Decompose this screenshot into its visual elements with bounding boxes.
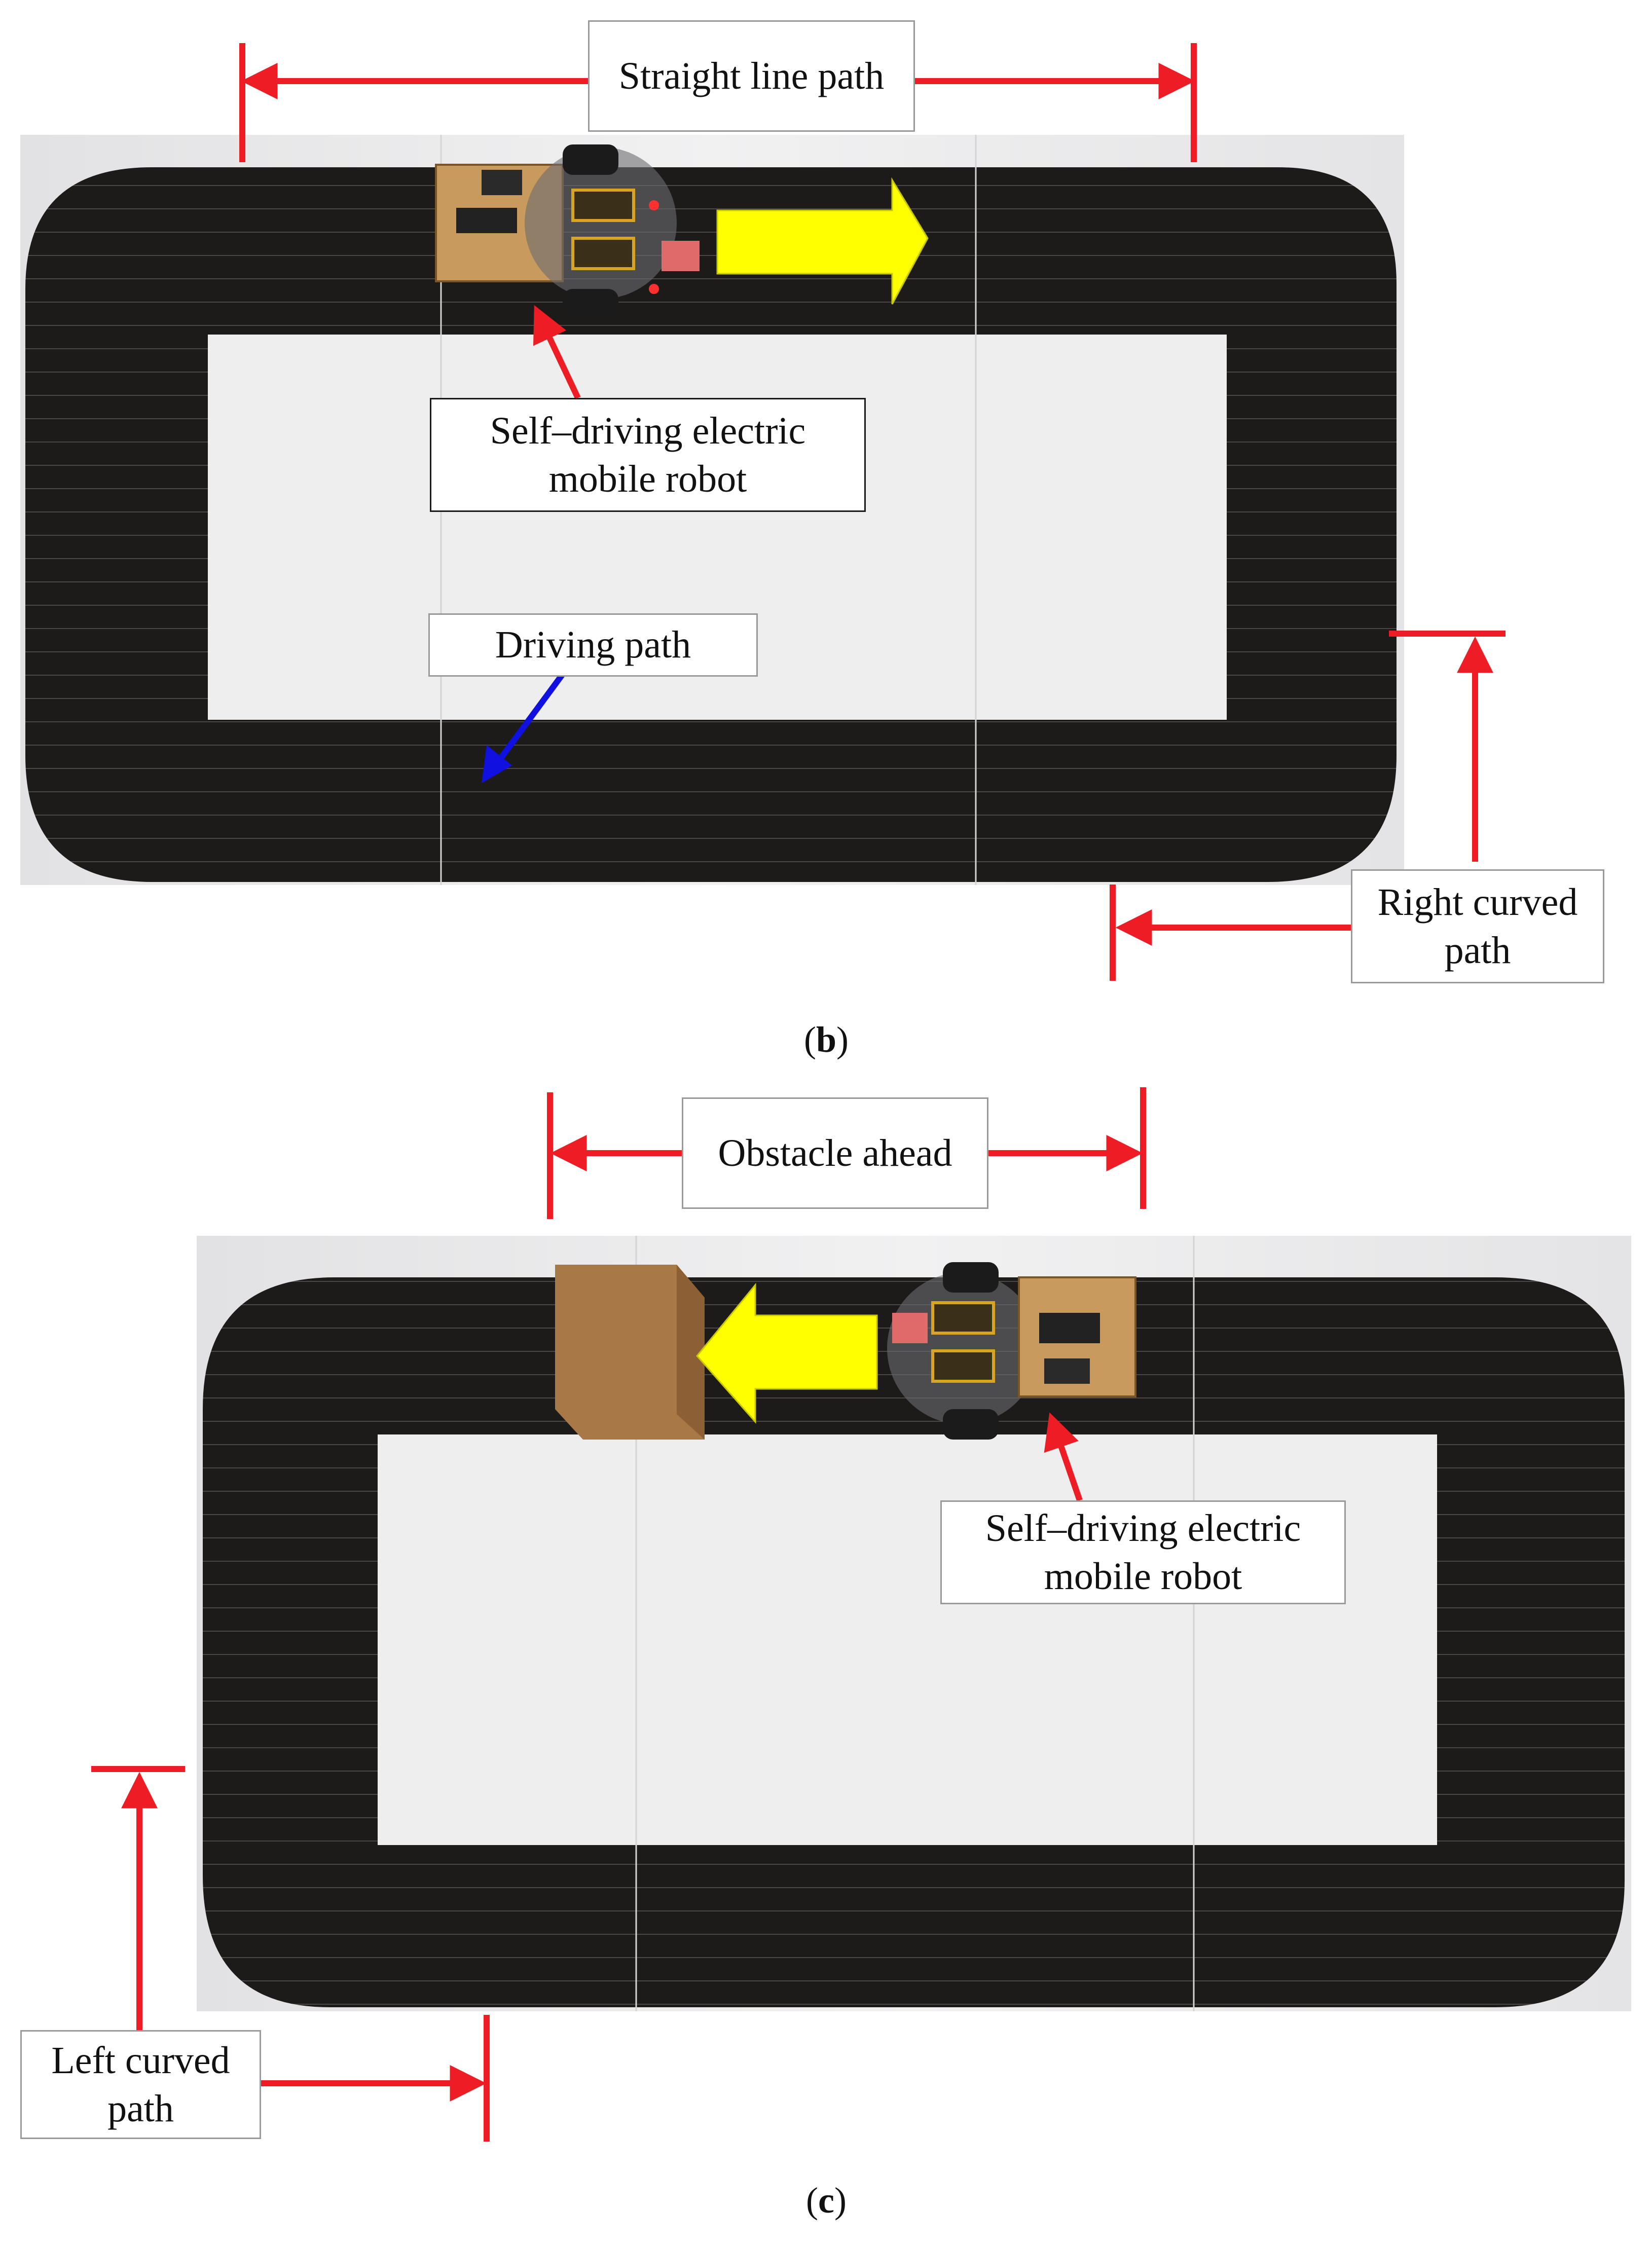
direction-arrow-b [716,177,929,305]
robot-b [435,144,700,319]
inner-paper [378,1434,1437,1845]
panel-c-letter: c [818,2180,834,2221]
panel-b-letter: b [816,1019,837,1060]
track-loop [203,1277,1625,2007]
direction-arrow-c [696,1282,878,1424]
obstacle-ahead-label: Obstacle ahead [682,1097,988,1209]
straight-line-path-label: Straight line path [588,20,915,132]
robot-label-c: Self–driving electric mobile robot [940,1500,1346,1604]
obstacle-box [555,1265,705,1440]
left-curved-path-label: Left curved path [20,2030,261,2139]
robot-pointer-arrow-b [533,305,581,399]
straight-line-path-marker [239,43,1197,162]
panel-b-caption: (b) [803,1019,849,1060]
robot-label-b: Self–driving electric mobile robot [430,398,866,512]
track-loop [25,167,1397,882]
right-curved-path-marker [1110,631,1506,981]
driving-path-label: Driving path [428,613,758,677]
panel-c-caption: (c) [806,2180,847,2221]
obstacle-ahead-marker [547,1087,1146,1219]
robot-c [887,1262,1136,1440]
driving-path-arrow [482,672,565,783]
panel-b-photo [20,135,1404,885]
left-curved-path-marker [91,1766,490,2142]
right-curved-path-label: Right curved path [1351,869,1604,983]
robot-pointer-arrow-c [1044,1412,1083,1501]
